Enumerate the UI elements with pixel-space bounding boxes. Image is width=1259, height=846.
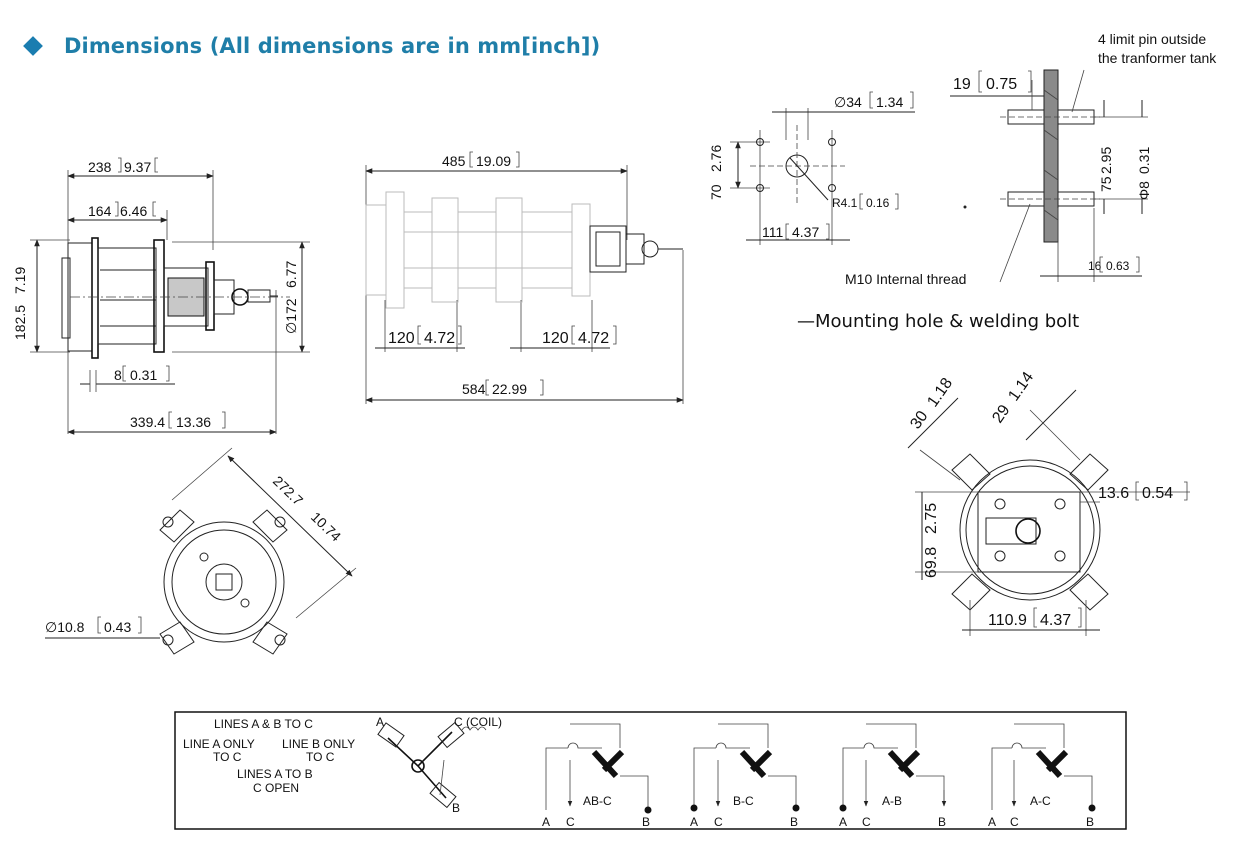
dim-182-5: 182.5 [12, 305, 28, 340]
dim-120-a: 120 [388, 330, 415, 347]
diagram-ab-c-label: AB-C [583, 794, 612, 808]
dim-phi-8: Φ8 [1136, 181, 1152, 200]
dim-29: 29 [989, 402, 1013, 426]
diagram-a-b-b: B [938, 815, 946, 829]
dim-8: 8 [114, 367, 122, 383]
dim-111: 111 [762, 224, 783, 240]
dim-13-6: 13.6 [1098, 485, 1129, 502]
schematic-line-1: LINES A & B TO C [214, 717, 313, 731]
page-title: Dimensions (All dimensions are in mm[inc… [64, 34, 601, 58]
dim-75-inch: 2.95 [1098, 147, 1114, 174]
diagram-a-b-a: A [839, 815, 847, 829]
dim-29-inch: 1.14 [1005, 369, 1037, 404]
dim-485: 485 [442, 153, 466, 169]
dim-r4-1: R4.1 [832, 196, 858, 210]
diagram-b-c-label: B-C [733, 794, 754, 808]
dim-110-9: 110.9 [988, 612, 1027, 629]
dim-339-4-inch: 13.36 [176, 414, 211, 430]
dim-339-4: 339.4 [130, 414, 165, 430]
limit-pin-note-line-2: the tranformer tank [1098, 50, 1217, 66]
dim-10-8-inch: 0.43 [104, 619, 131, 635]
schematic-diagram-ab-c: AB-C A C B [542, 723, 652, 829]
diagram-ab-c-c: C [566, 815, 575, 829]
dim-584-inch: 22.99 [492, 381, 527, 397]
dim-164: 164 [88, 203, 112, 219]
hole-pattern-view: 70 2.76 ∅34 1.34 R4.1 0.16 111 4.37 [708, 91, 915, 245]
section-heading: Dimensions (All dimensions are in mm[inc… [22, 30, 600, 62]
diagram-a-b-label: A-B [882, 794, 902, 808]
thread-label: M10 Internal thread [845, 271, 966, 287]
dim-69-8: 69.8 [923, 547, 940, 578]
dim-111-inch: 4.37 [792, 224, 819, 240]
dim-70-inch: 2.76 [708, 145, 724, 172]
diagram-a-b-c: C [862, 815, 871, 829]
dim-238-inch: 9.37 [124, 159, 151, 175]
schematic-line-4b: C OPEN [253, 781, 299, 795]
mounting-caption: —Mounting hole & welding bolt [797, 311, 1080, 332]
diagram-ab-c-a: A [542, 815, 550, 829]
dim-120-a-inch: 4.72 [424, 330, 455, 347]
schematic-diagram-a-b: A-B A C B [839, 723, 947, 829]
dim-13-6-inch: 0.54 [1142, 485, 1173, 502]
dim-238: 238 [88, 159, 112, 175]
dim-70: 70 [708, 184, 724, 200]
diagram-a-c-label: A-C [1030, 794, 1051, 808]
diagram-a-c-b: B [1086, 815, 1094, 829]
dim-182-5-inch: 7.19 [12, 267, 28, 294]
dim-34: ∅34 [834, 94, 862, 110]
schematic-line-3a: LINE B ONLY [282, 737, 355, 751]
dim-272-7: 272.7 [270, 473, 306, 509]
schematic-line-2a: LINE A ONLY [183, 737, 255, 751]
dim-10-8: ∅10.8 [45, 619, 85, 635]
side-view: 238 9.37 164 6.46 182.5 7.19 ∅172 6.77 8… [12, 157, 310, 435]
schematic-line-2b: TO C [213, 750, 242, 764]
coil-label-a: A [376, 715, 384, 729]
long-view: 485 19.09 120 4.72 120 4.72 584 22.99 [365, 151, 684, 404]
dim-r4-1-inch: 0.16 [866, 196, 890, 210]
diagram-b-c-b: B [790, 815, 798, 829]
schematic-line-3b: TO C [306, 750, 335, 764]
dim-8-inch: 0.31 [130, 367, 157, 383]
dim-69-8-inch: 2.75 [923, 503, 940, 534]
limit-pin-note-line-1: 4 limit pin outside [1098, 31, 1206, 47]
dim-16-inch: 0.63 [1106, 259, 1130, 273]
dim-172: ∅172 [283, 298, 299, 334]
schematic-diagram-a-c: A-C A C B [988, 723, 1096, 829]
dim-16: 16 [1088, 259, 1102, 273]
dim-34-inch: 1.34 [876, 94, 903, 110]
mount-view: 30 1.18 29 1.14 13.6 0.54 69.8 2.75 110.… [907, 369, 1190, 636]
coil-label-c: C (COIL) [454, 715, 502, 729]
dim-485-inch: 19.09 [476, 153, 511, 169]
dim-172-inch: 6.77 [283, 261, 299, 288]
tank-section-view: 4 limit pin outside the tranformer tank … [845, 31, 1217, 287]
schematic-line-4a: LINES A TO B [237, 767, 313, 781]
dim-120-b-inch: 4.72 [578, 330, 609, 347]
dim-164-inch: 6.46 [120, 203, 147, 219]
diagram-a-c-a: A [988, 815, 996, 829]
dim-phi-8-inch: 0.31 [1136, 147, 1152, 174]
dim-75: 75 [1098, 176, 1114, 192]
coil-label-b: B [452, 801, 460, 815]
dim-19: 19 [953, 76, 971, 93]
diagram-b-c-c: C [714, 815, 723, 829]
dim-110-9-inch: 4.37 [1040, 612, 1071, 629]
dim-584: 584 [462, 381, 486, 397]
schematic-diagram-b-c: B-C A C B [690, 723, 800, 829]
dim-19-inch: 0.75 [986, 76, 1017, 93]
diagram-ab-c-b: B [642, 815, 650, 829]
switch-schematic: LINES A & B TO C LINE A ONLY TO C LINE B… [174, 711, 1127, 830]
diagram-a-c-c: C [1010, 815, 1019, 829]
diagram-b-c-a: A [690, 815, 698, 829]
flange-view: 272.7 10.74 ∅10.8 0.43 [45, 447, 357, 655]
dim-120-b: 120 [542, 330, 569, 347]
